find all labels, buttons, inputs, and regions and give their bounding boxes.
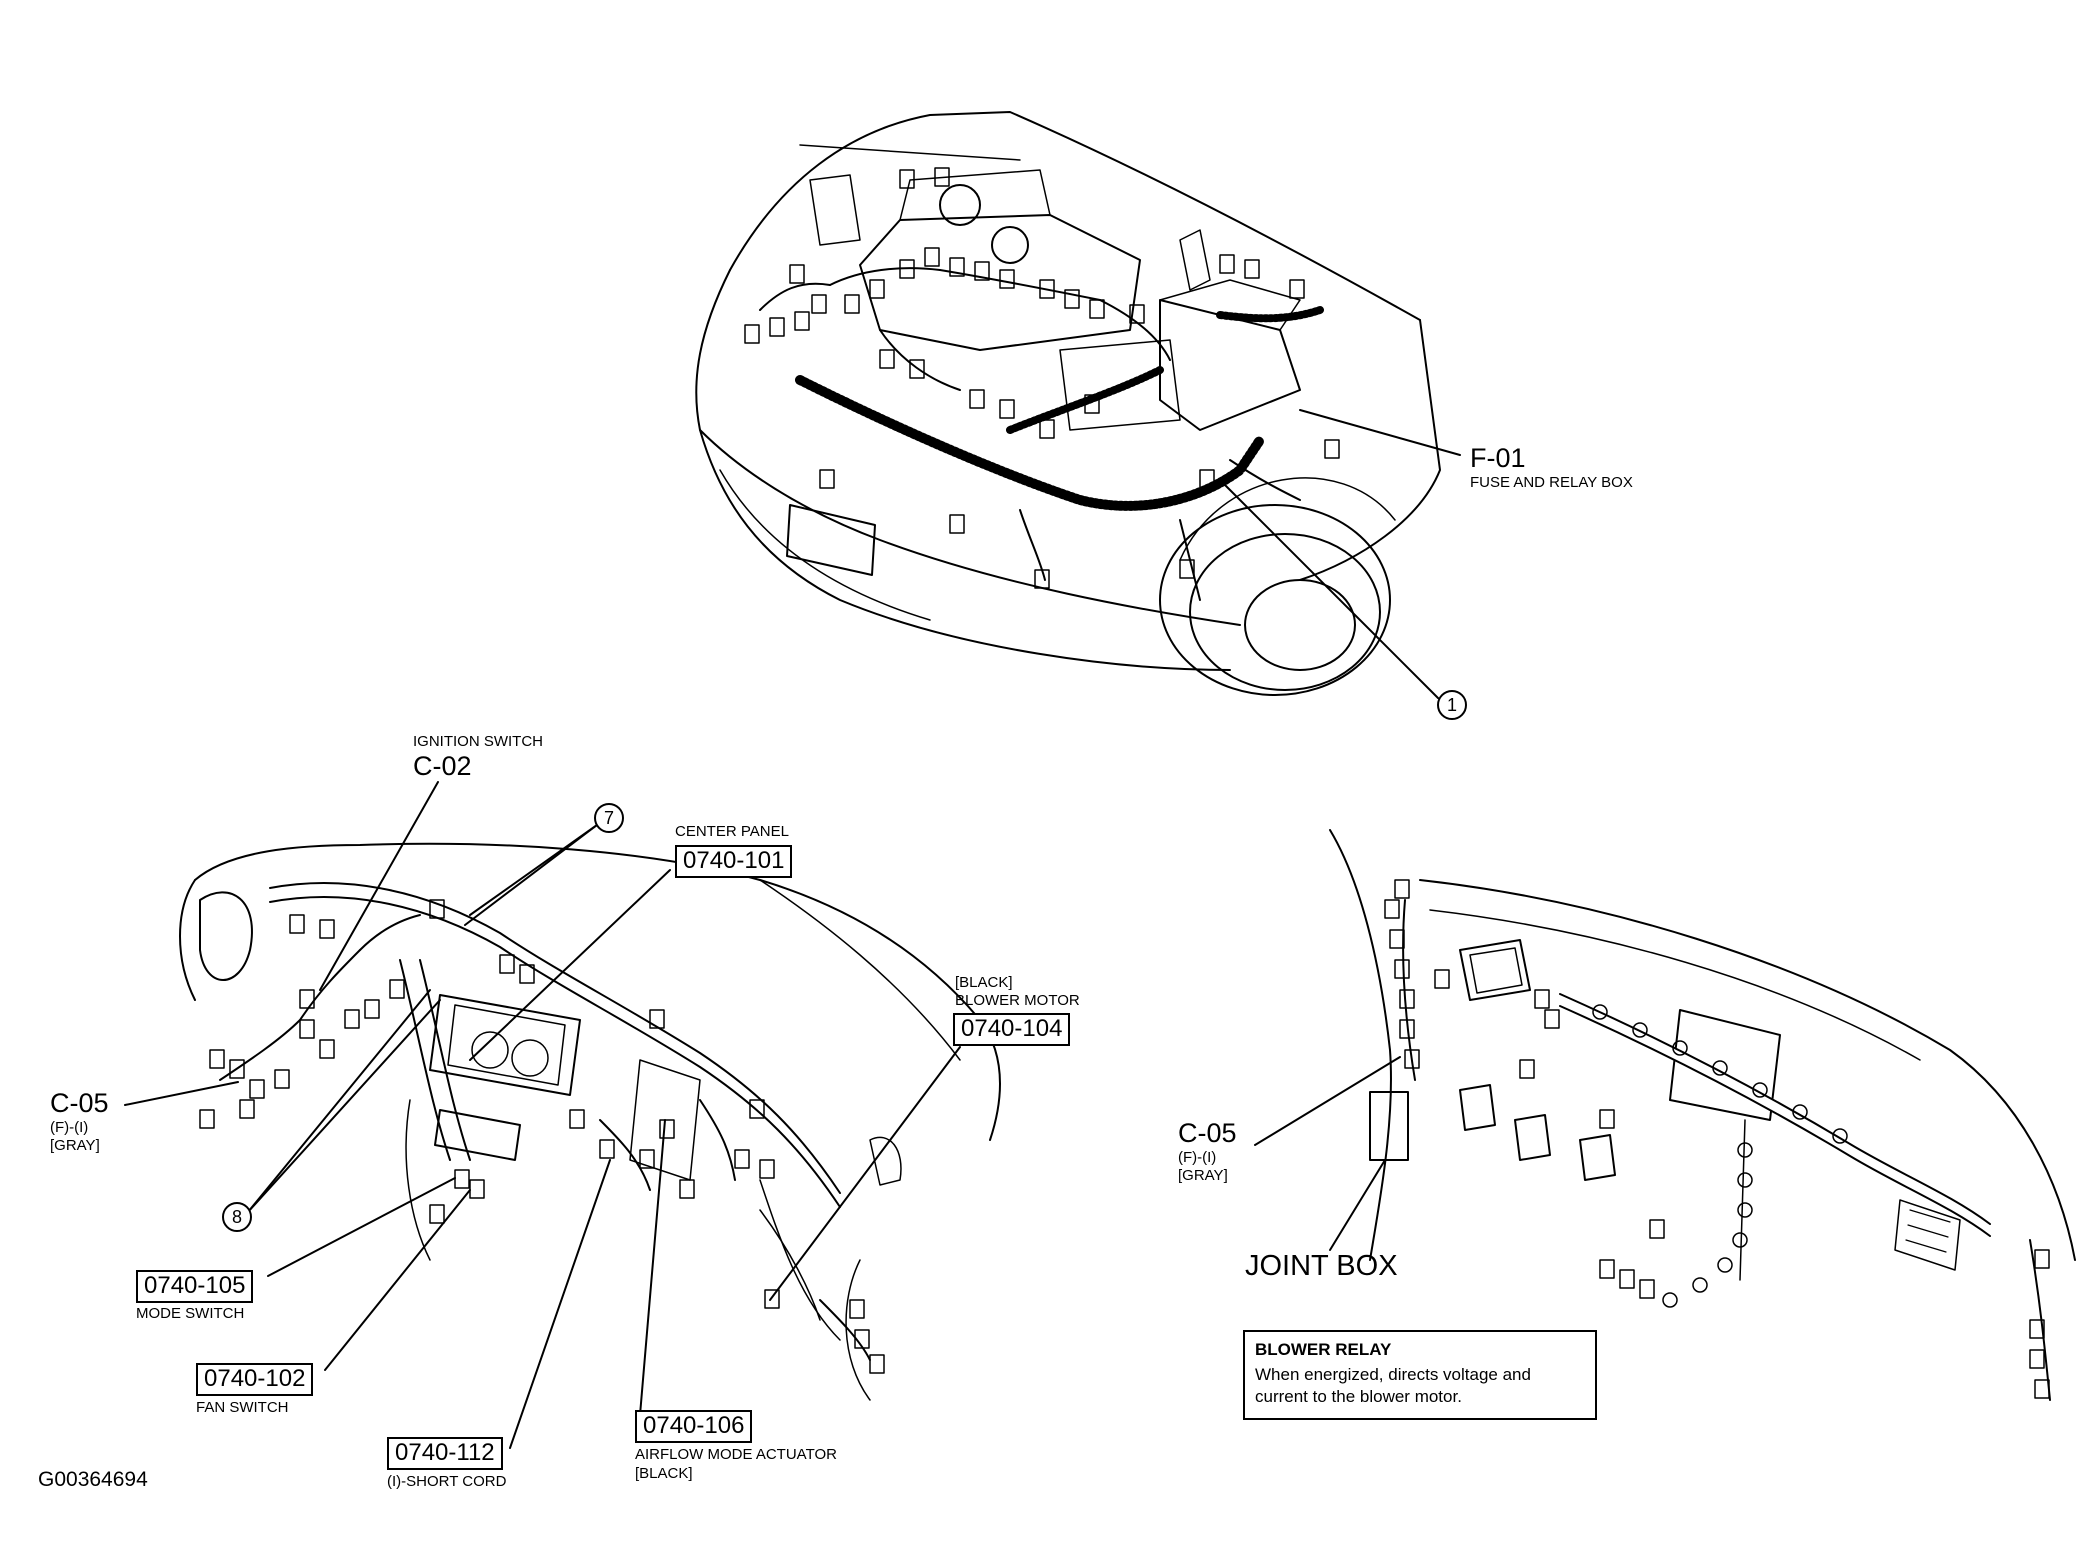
fuse-box-code: F-01 (1470, 443, 1526, 473)
blower-motor-label: BLOWER MOTOR (955, 992, 1080, 1009)
engine-bay-illustration (695, 111, 1461, 699)
blower-relay-line2: current to the blower motor. (1255, 1387, 1462, 1407)
callout-8: 8 (222, 1202, 252, 1232)
c05-left-sub1: (F)-(I) (50, 1119, 89, 1136)
callout-1: 1 (1437, 690, 1467, 720)
figure-id: G00364694 (38, 1468, 148, 1491)
fan-switch-code: 0740-102 (196, 1363, 314, 1396)
ignition-switch-label: IGNITION SWITCH (413, 733, 543, 750)
fuse-box-label: FUSE AND RELAY BOX (1470, 474, 1633, 491)
short-cord-label: (I)-SHORT CORD (387, 1473, 507, 1490)
joint-box-label: JOINT BOX (1245, 1250, 1398, 1282)
center-panel-label: CENTER PANEL (675, 823, 789, 840)
airflow-actuator-code: 0740-106 (635, 1410, 753, 1443)
blower-motor-color: [BLACK] (955, 974, 1013, 991)
callout-7: 7 (594, 803, 624, 833)
mode-switch-code: 0740-105 (136, 1270, 254, 1303)
c05-right-code: C-05 (1178, 1118, 1237, 1148)
c05-right-sub2: [GRAY] (1178, 1167, 1228, 1184)
airflow-actuator-color: [BLACK] (635, 1465, 693, 1482)
blower-relay-title: BLOWER RELAY (1255, 1340, 1392, 1359)
blower-relay-note: BLOWER RELAY When energized, directs vol… (1243, 1330, 1597, 1421)
short-cord-code: 0740-112 (387, 1437, 503, 1470)
c05-left-sub2: [GRAY] (50, 1137, 100, 1154)
dashboard-left-illustration (124, 781, 1001, 1449)
blower-motor-code: 0740-104 (953, 1013, 1071, 1046)
c05-left-code: C-05 (50, 1088, 109, 1118)
airflow-actuator-label: AIRFLOW MODE ACTUATOR (635, 1446, 837, 1463)
c05-right-sub1: (F)-(I) (1178, 1149, 1217, 1166)
fan-switch-label: FAN SWITCH (196, 1399, 289, 1416)
dashboard-right-illustration (1254, 829, 2076, 1401)
mode-switch-label: MODE SWITCH (136, 1305, 245, 1322)
center-panel-code: 0740-101 (675, 845, 793, 878)
blower-relay-line1: When energized, directs voltage and (1255, 1365, 1531, 1384)
ignition-switch-code: C-02 (413, 751, 472, 781)
